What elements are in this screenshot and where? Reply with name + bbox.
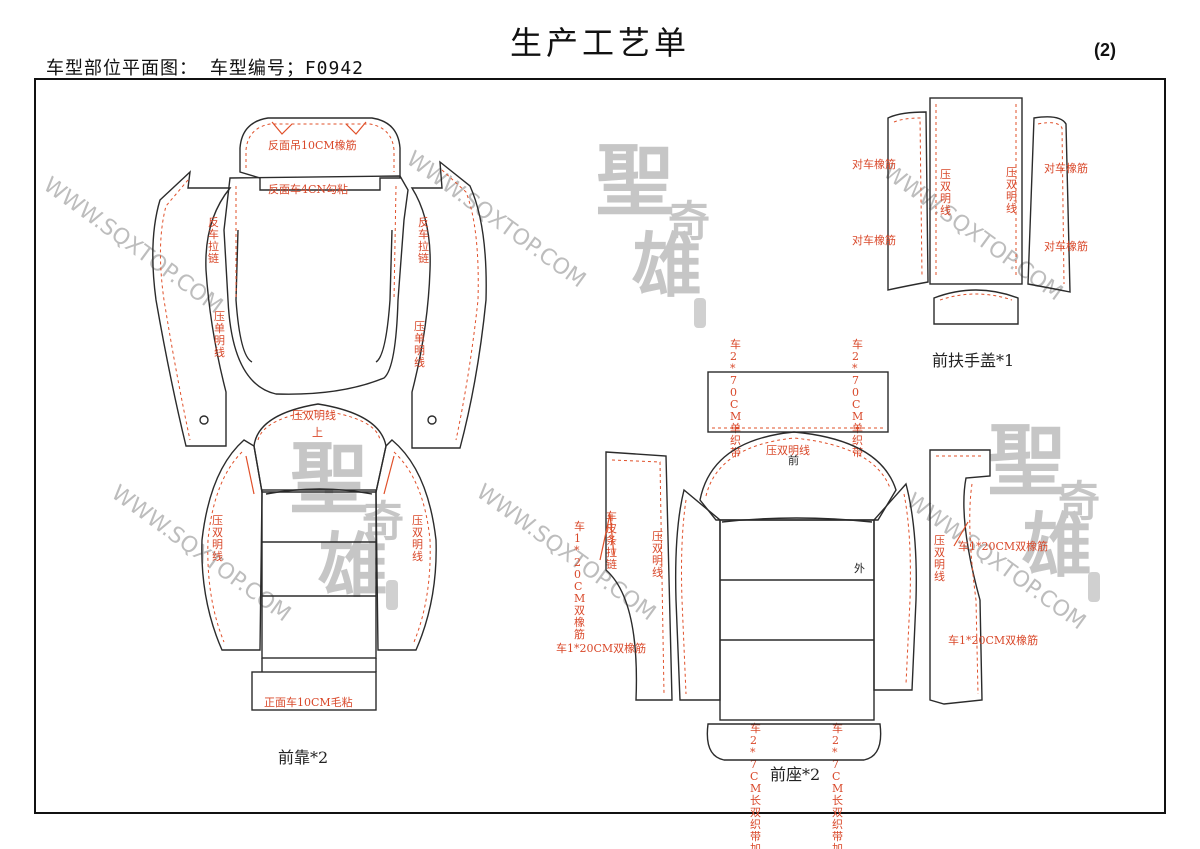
svg-text:聖: 聖 [290,434,368,525]
note-reverse-elastic: 反面吊10CM橡筋 [268,138,357,152]
note-front: 前 [788,453,799,467]
svg-text:聖: 聖 [596,136,674,227]
vehicle-model-label: 车型部位平面图： 车型编号；F0942 [46,58,365,79]
note-double-elastic-20: 车1*20CM双橡筋 [556,641,646,655]
svg-text:雄: 雄 [1022,504,1092,587]
vertical-note: 车2*7CM长双织带加扣子 [832,721,843,849]
note-double-elastic-20: 车1*20CM双橡筋 [948,633,1038,647]
piece-label-front-seat: 前座*2 [770,765,820,784]
note-armrest-elastic: 对车橡筋 [852,157,896,171]
note-front-velcro: 正面车10CM毛粘 [264,695,353,709]
drawing-frame [34,78,1166,814]
vertical-note: 压双明线 [212,514,223,563]
note-armrest-elastic: 对车橡筋 [1044,161,1088,175]
svg-text:奇: 奇 [362,497,404,546]
svg-text:奇: 奇 [668,197,710,246]
svg-text:聖: 聖 [988,416,1066,507]
watermark-url: WWW.SQXTOP.COM [38,173,227,320]
watermark-url: WWW.SQXTOP.COM [106,481,295,628]
note-armrest-elastic: 对车橡筋 [1044,239,1088,253]
piece-label-front-armrest: 前扶手盖*1 [932,351,1014,370]
note-outside: 外 [854,562,865,575]
note-double-topstitch: 压双明线 [766,443,810,457]
vertical-note: 压单明线 [214,310,225,359]
vertical-note: 压双明线 [934,534,945,583]
brand-logo-watermark: 聖 奇 雄 [596,136,710,328]
brand-logo-watermark: 聖 奇 雄 [988,416,1100,602]
vertical-note: 压单明线 [414,320,425,369]
vertical-note: 压双明线 [652,530,663,579]
vertical-note: 反车拉链 [208,216,219,265]
front-seat-pattern: 压双明线 前 外 车1*20CM双橡筋 车1*20CM双橡筋 车1*20CM双橡… [556,371,1048,784]
piece-label-front-backrest: 前靠*2 [278,748,328,767]
watermark-url: WWW.SQXTOP.COM [471,480,660,627]
front-armrest-pattern: 对车橡筋 对车橡筋 对车橡筋 对车橡筋 前扶手盖*1 [852,97,1088,370]
page-title: 生产工艺单 [509,24,690,62]
vertical-note: 压双明线 [940,168,951,217]
note-reverse-velcro: 反面车4CN勾粘 [268,182,348,196]
note-armrest-elastic: 对车橡筋 [852,233,896,247]
svg-text:雄: 雄 [632,224,702,307]
vertical-note: 车皮条拉链 [606,509,617,571]
vertical-note: 车2*7CM长双织带加扣子 [750,721,761,849]
svg-text:奇: 奇 [1058,477,1100,526]
vertical-note: 反车拉链 [418,216,429,265]
front-backrest-pattern: 反面吊10CM橡筋 反面车4CN勾粘 压双明线 上 正面车10CM毛粘 前靠*2 [152,117,487,767]
note-double-elastic-20: 车1*20CM双橡筋 [958,539,1048,553]
page-number: (2) [1094,40,1116,60]
vertical-note: 压双明线 [412,514,423,563]
vertical-note: 压双明线 [1006,166,1017,215]
note-up: 上 [312,426,323,439]
brand-logo-watermark: 聖 奇 雄 [290,434,404,610]
note-double-topstitch: 压双明线 [292,408,336,422]
